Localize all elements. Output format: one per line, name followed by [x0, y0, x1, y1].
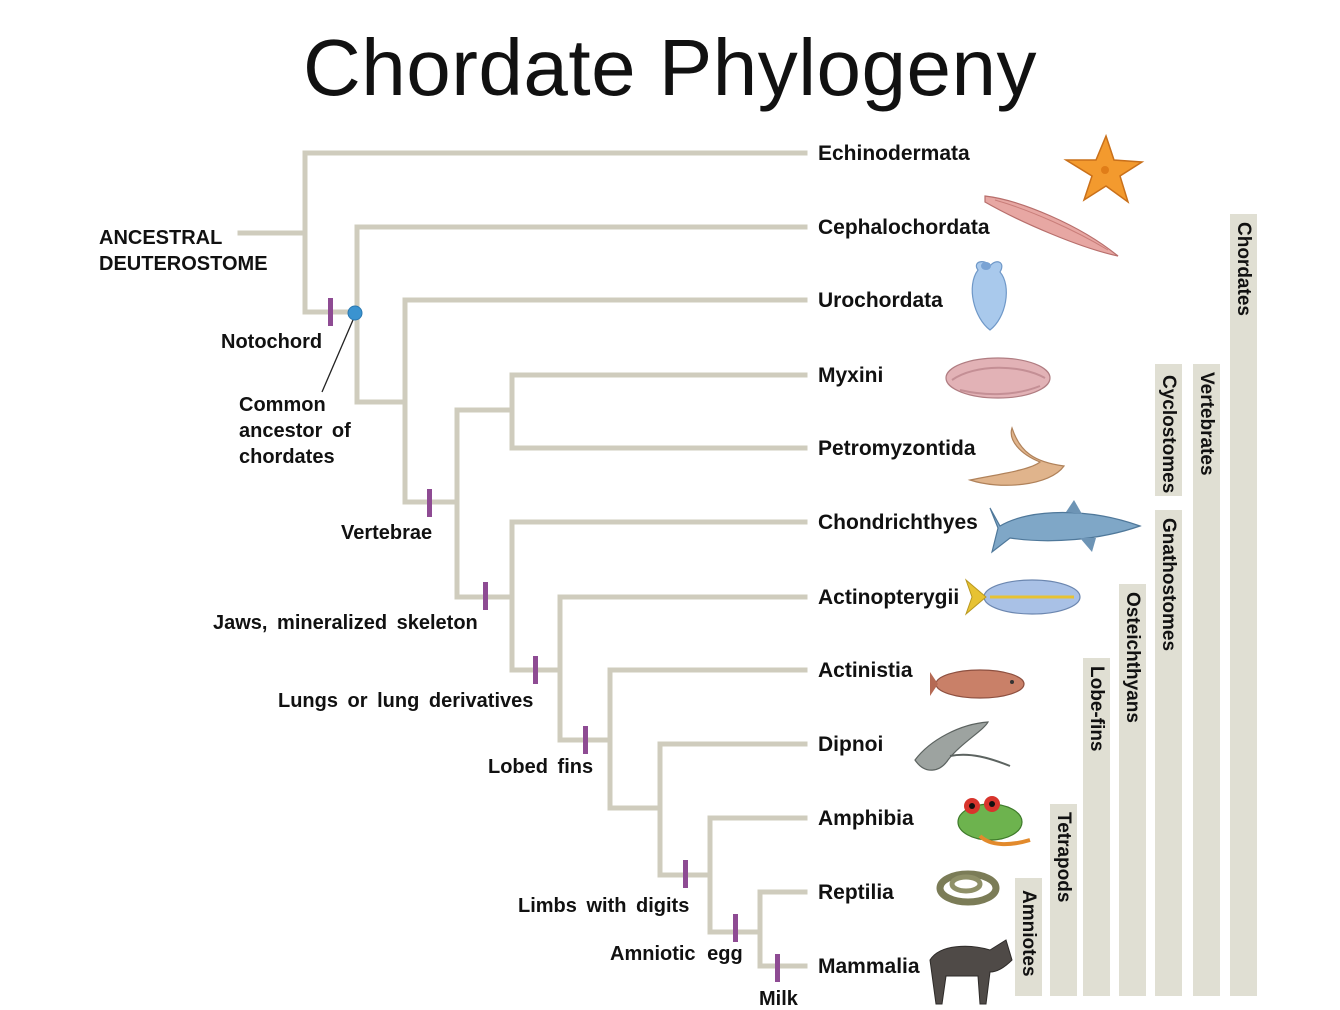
taxon-label-dipnoi: Dipnoi — [818, 733, 883, 756]
trait-label-amniotic-egg: Amniotic egg — [610, 943, 743, 965]
taxon-label-myxini: Myxini — [818, 364, 883, 387]
coelacanth-icon — [930, 669, 1025, 699]
clade-label-gnathostomes: Gnathostomes — [1158, 518, 1179, 651]
root-label-line-2: DEUTEROSTOME — [99, 253, 268, 275]
clade-bar-amniotes — [1015, 878, 1042, 996]
taxon-label-reptilia: Reptilia — [818, 881, 894, 904]
clade-bar-osteichthyans — [1119, 584, 1146, 996]
root-label-line-1: ANCESTRAL — [99, 227, 222, 249]
tunicate-icon — [971, 261, 1007, 331]
shark-icon — [989, 500, 1142, 554]
clade-bar-vertebrates — [1193, 364, 1220, 996]
trait-mark-lobed-fins — [583, 726, 588, 754]
clade-label-cyclostomes: Cyclostomes — [1158, 375, 1179, 493]
taxon-label-amphibia: Amphibia — [818, 807, 914, 830]
taxon-label-chondrichthyes: Chondrichthyes — [818, 511, 978, 534]
clade-label-amniotes: Amniotes — [1018, 890, 1039, 977]
trait-mark-amniotic-egg — [733, 914, 738, 942]
frog-icon — [957, 796, 1031, 847]
taxon-label-echinodermata: Echinodermata — [818, 142, 970, 165]
clade-bar-chordates — [1230, 214, 1257, 996]
clade-label-osteichthyans: Osteichthyans — [1122, 592, 1143, 723]
snake-icon — [936, 870, 1000, 906]
taxon-label-actinistia: Actinistia — [818, 659, 913, 682]
lungfish-icon — [914, 721, 1011, 771]
clade-bar-cyclostomes — [1155, 364, 1182, 496]
trait-label-milk: Milk — [759, 988, 799, 1010]
ancestor-pointer-line — [321, 312, 357, 393]
trait-marks — [328, 298, 780, 982]
taxon-label-actinopterygii: Actinopterygii — [818, 586, 959, 609]
trait-label-notochord: Notochord — [221, 331, 322, 353]
wildebeest-icon — [929, 939, 1013, 1005]
taxon-label-cephalochordata: Cephalochordata — [818, 216, 990, 239]
trait-mark-limbs — [683, 860, 688, 888]
trait-label-vertebrae: Vertebrae — [341, 522, 432, 544]
tree-branches — [237, 150, 808, 969]
trait-mark-milk — [775, 954, 780, 982]
clade-label-lobe-fins: Lobe-fins — [1086, 666, 1107, 752]
trait-mark-lungs — [533, 656, 538, 684]
starfish-icon — [1063, 133, 1145, 204]
trait-label-jaws: Jaws, mineralized skeleton — [213, 612, 478, 634]
taxon-label-urochordata: Urochordata — [818, 289, 943, 312]
page-title: Chordate Phylogeny — [303, 23, 1037, 112]
common-ancestor-dot — [347, 305, 363, 321]
trait-mark-vertebrae — [427, 489, 432, 517]
clade-bars — [1015, 214, 1257, 996]
trait-label-lobed-fins: Lobed fins — [488, 756, 593, 778]
trait-label-lungs: Lungs or lung derivatives — [278, 690, 533, 712]
taxon-label-mammalia: Mammalia — [818, 955, 920, 978]
trait-label-common-ancestor-1: Common — [239, 394, 326, 416]
taxon-label-petromyzontida: Petromyzontida — [818, 437, 976, 460]
lancelet-icon — [984, 195, 1119, 257]
clade-label-tetrapods: Tetrapods — [1053, 812, 1074, 902]
clade-bar-gnathostomes — [1155, 510, 1182, 996]
clade-bar-lobe-fins — [1083, 658, 1110, 996]
ray-finned-fish-icon — [964, 578, 1081, 616]
clade-label-vertebrates: Vertebrates — [1196, 372, 1217, 476]
trait-mark-jaws — [483, 582, 488, 610]
hagfish-icon — [945, 357, 1051, 399]
trait-label-common-ancestor-3: chordates — [239, 446, 335, 468]
clade-bar-tetrapods — [1050, 804, 1077, 996]
trait-mark-notochord — [328, 298, 333, 326]
lamprey-icon — [967, 426, 1066, 486]
trait-label-limbs: Limbs with digits — [518, 895, 689, 917]
clade-label-chordates: Chordates — [1233, 222, 1254, 316]
trait-label-common-ancestor-2: ancestor of — [239, 420, 351, 442]
